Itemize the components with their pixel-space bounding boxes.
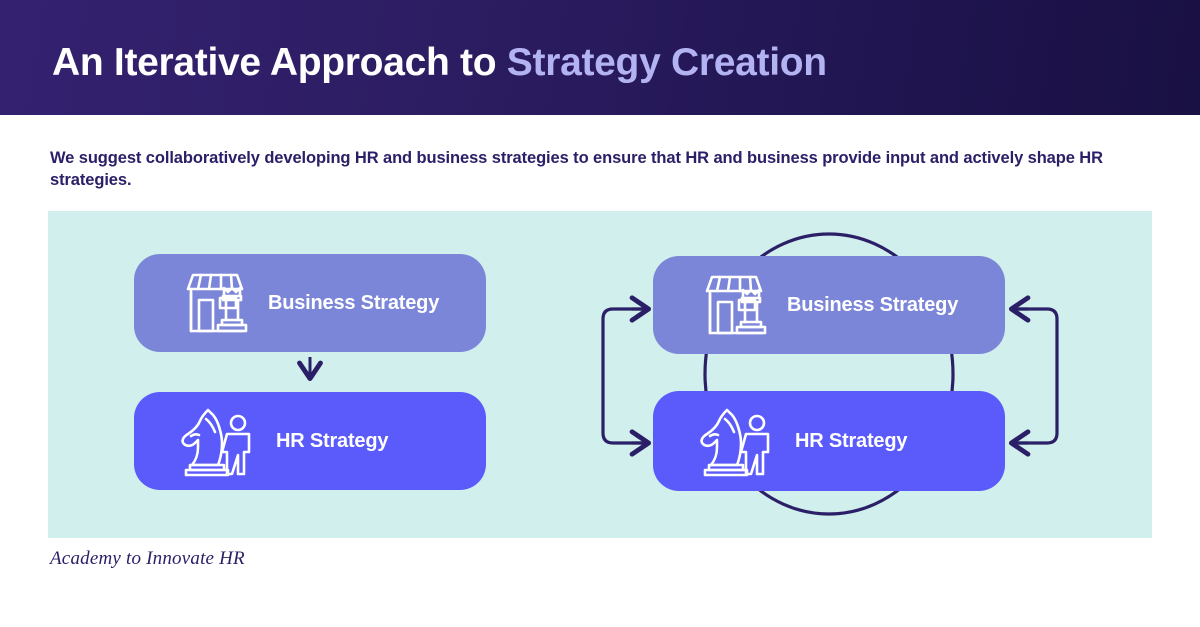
left-hr-strategy-card[interactable]: HR Strategy [134, 392, 486, 490]
header-banner: An Iterative Approach to Strategy Creati… [0, 0, 1200, 115]
right-bracket-connector [1012, 307, 1059, 445]
footer-brand: Academy to Innovate HR [50, 548, 245, 569]
right-hr-strategy-label: HR Strategy [795, 429, 908, 452]
right-hr-strategy-card[interactable]: HR Strategy [653, 391, 1005, 491]
left-business-strategy-card[interactable]: Business Strategy [134, 254, 486, 352]
right-business-strategy-card[interactable]: Business Strategy [653, 256, 1005, 354]
left-bracket-connector [601, 307, 648, 445]
left-business-strategy-label: Business Strategy [268, 291, 440, 314]
diagram-panel: Business Strategy HR Strategy [48, 211, 1152, 538]
chess-knight-person-icon [178, 403, 258, 479]
page-title-accent: Strategy Creation [506, 41, 827, 84]
chess-knight-person-icon [697, 403, 777, 479]
right-business-strategy-label: Business Strategy [787, 293, 959, 316]
subtitle-text: We suggest collaboratively developing HR… [50, 149, 1103, 189]
storefront-chess-rook-icon [180, 268, 254, 338]
left-hr-strategy-label: HR Strategy [276, 429, 389, 452]
storefront-chess-rook-icon [699, 270, 773, 340]
page-title-main: An Iterative Approach to [52, 41, 507, 84]
page-title: An Iterative Approach to Strategy Creati… [52, 41, 827, 85]
